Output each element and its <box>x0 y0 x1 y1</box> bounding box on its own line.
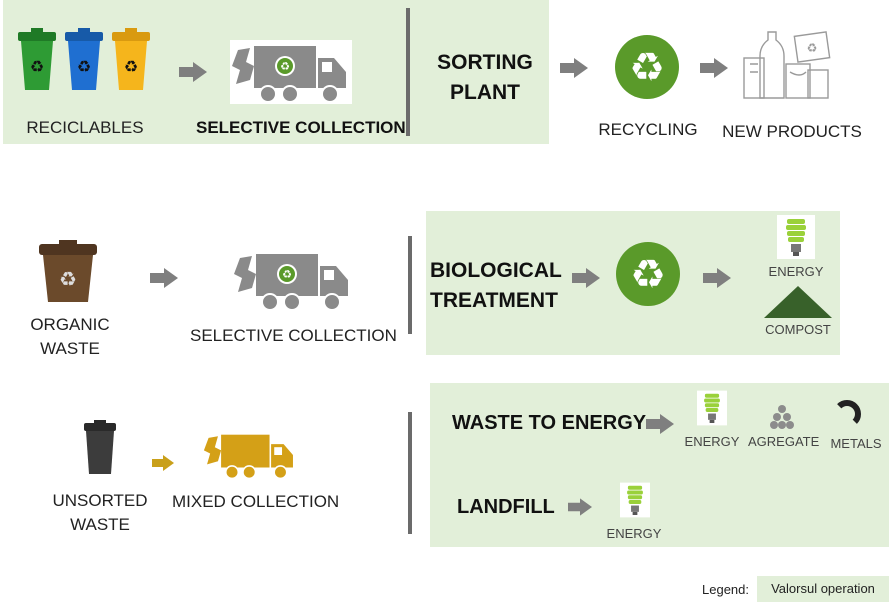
mixed-collection-label: MIXED COLLECTION <box>172 492 340 511</box>
dark-bin-icon <box>84 420 116 474</box>
svg-text:♻: ♻ <box>282 269 292 281</box>
recycling-icon: ♻ <box>616 242 680 306</box>
divider-row2 <box>408 236 412 334</box>
metals-label: METALS <box>830 436 882 451</box>
legend-title: Legend: <box>702 582 749 597</box>
biological-treatment-label: BIOLOGICAL TREATMENT <box>430 256 562 316</box>
energy-bulb-icon <box>697 390 727 426</box>
arrow-icon <box>568 498 592 516</box>
row3-panel <box>430 383 889 547</box>
garbage-truck-icon: ♻ <box>230 40 352 104</box>
svg-text:♻: ♻ <box>280 61 290 73</box>
energy-label-wte: ENERGY <box>684 434 740 449</box>
new-products-label: NEW PRODUCTS <box>722 122 862 141</box>
divider-row1 <box>406 8 410 136</box>
recycling-icon: ♻ <box>615 35 679 99</box>
unsorted-waste-line2: WASTE <box>70 515 130 534</box>
unsorted-waste-label: UNSORTED WASTE <box>40 489 160 537</box>
compost-pile-icon <box>764 286 832 318</box>
energy-bulb-icon <box>620 482 650 518</box>
arrow-icon <box>179 62 207 82</box>
sorting-plant-line1: SORTING <box>437 51 533 74</box>
svg-text:♻: ♻ <box>629 46 665 90</box>
yellow-bin-icon: ♻ <box>112 28 150 90</box>
landfill-label: LANDFILL <box>457 496 555 518</box>
arrow-icon <box>150 268 178 288</box>
sorting-plant-line2: PLANT <box>450 81 520 104</box>
blue-bin-icon: ♻ <box>65 28 103 90</box>
green-bin-icon: ♻ <box>18 28 56 90</box>
arrow-icon <box>646 414 674 434</box>
arrow-icon <box>560 58 588 78</box>
arrow-icon <box>703 268 731 288</box>
svg-text:♻: ♻ <box>59 269 77 291</box>
arrow-icon <box>700 58 728 78</box>
aggregate-label: AGREGATE <box>748 434 820 449</box>
recyclables-label: RECICLABLES <box>26 118 144 137</box>
divider-row3 <box>408 412 412 534</box>
svg-text:♻: ♻ <box>30 59 44 76</box>
organic-waste-line2: WASTE <box>40 339 100 358</box>
biological-treatment-line2: TREATMENT <box>430 289 558 312</box>
brown-bin-icon: ♻ <box>39 240 97 302</box>
waste-to-energy-label: WASTE TO ENERGY <box>452 412 647 434</box>
arrow-icon <box>572 268 600 288</box>
garbage-truck-icon: ♻ <box>234 254 348 311</box>
sorting-plant-label: SORTING PLANT <box>430 48 540 108</box>
mixed-garbage-truck-icon <box>203 434 293 480</box>
organic-waste-line1: ORGANIC <box>30 315 110 334</box>
selective-collection-label-row1: SELECTIVE COLLECTION <box>196 118 406 137</box>
svg-text:♻: ♻ <box>807 41 818 55</box>
energy-label-row2: ENERGY <box>768 264 824 279</box>
unsorted-waste-line1: UNSORTED <box>52 491 148 510</box>
new-products-icon: ♻ <box>743 31 831 99</box>
energy-label-landfill: ENERGY <box>606 526 662 541</box>
svg-text:♻: ♻ <box>77 59 91 76</box>
selective-collection-label-row2: SELECTIVE COLLECTION <box>190 326 397 345</box>
svg-text:♻: ♻ <box>124 59 138 76</box>
aggregate-icon <box>770 405 794 429</box>
recycling-label: RECYCLING <box>598 120 698 139</box>
svg-text:♻: ♻ <box>630 253 666 297</box>
energy-bulb-icon <box>777 215 815 259</box>
legend-item-valorsul: Valorsul operation <box>757 576 889 602</box>
arrow-icon <box>152 455 174 471</box>
biological-treatment-line1: BIOLOGICAL <box>430 259 562 282</box>
compost-label: COMPOST <box>765 322 831 337</box>
organic-waste-label: ORGANIC WASTE <box>20 313 120 361</box>
magnet-icon <box>837 400 861 424</box>
